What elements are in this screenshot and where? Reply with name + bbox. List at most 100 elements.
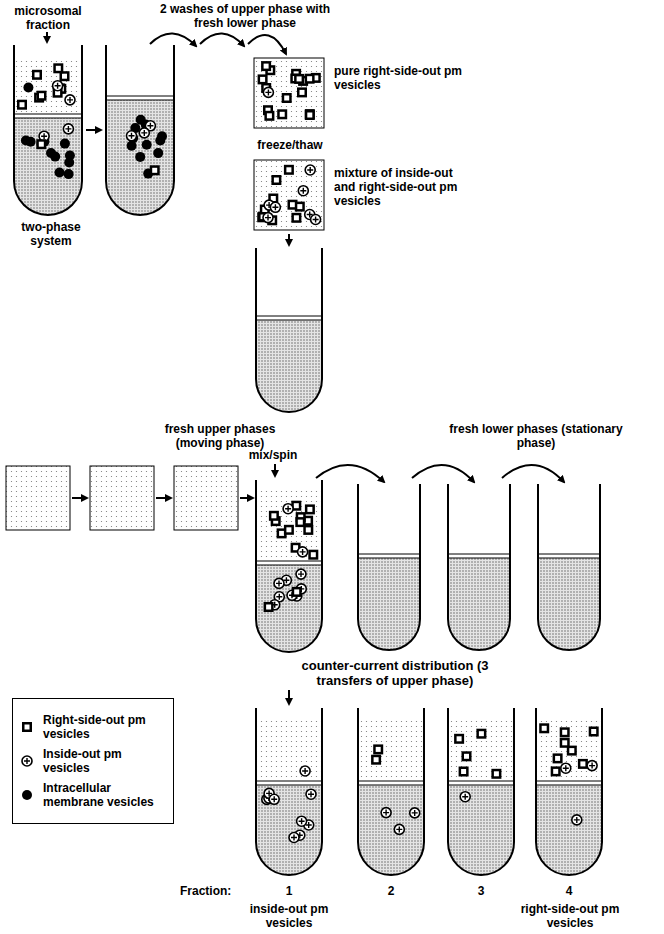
legend-box: Right-side-out pm vesiclesInside-out pm … <box>12 698 174 824</box>
fraction-label: right-side-out pm vesicles <box>512 902 628 930</box>
vesicle <box>263 87 273 97</box>
vesicle <box>65 151 75 161</box>
vesicle <box>572 815 582 825</box>
legend-text: Intracellular membrane vesicles <box>43 781 169 809</box>
vesicle <box>295 517 305 527</box>
vesicle <box>551 766 561 776</box>
vesicle <box>64 169 74 179</box>
tube <box>256 480 322 652</box>
vesicle <box>305 165 315 175</box>
legend-text: Inside-out pm vesicles <box>43 747 169 775</box>
vesicle <box>298 186 308 196</box>
vesicle <box>459 767 469 777</box>
legend-row: Inside-out pm vesicles <box>19 747 169 775</box>
vesicle <box>65 95 75 105</box>
vesicle <box>297 816 307 826</box>
vesicle <box>373 744 383 754</box>
fraction-number: 4 <box>554 884 584 898</box>
vesicle <box>23 83 33 93</box>
caption-label: two-phase system <box>6 220 96 248</box>
phase-square <box>254 160 324 230</box>
vesicle <box>150 165 160 175</box>
vesicle <box>37 139 47 149</box>
vesicle <box>305 504 315 514</box>
fraction-number: 3 <box>466 884 496 898</box>
vesicle <box>37 91 47 101</box>
vesicle <box>60 139 70 149</box>
legend-text: Right-side-out pm vesicles <box>43 713 169 741</box>
vesicle <box>264 602 274 612</box>
vesicle <box>142 140 152 150</box>
vesicle <box>269 511 279 521</box>
vesicle <box>274 578 284 588</box>
tube <box>538 484 600 650</box>
vesicle <box>284 165 294 175</box>
vesicle <box>127 141 137 151</box>
vesicle <box>298 547 308 557</box>
vesicle <box>258 74 268 84</box>
vesicle <box>308 550 318 560</box>
vesicle <box>17 100 27 110</box>
caption-label: pure right-side-out pm vesicles <box>334 64 464 92</box>
vesicle <box>491 769 501 779</box>
step-label: mix/spin <box>240 448 306 462</box>
caption-label: mixture of inside-out and right-side-out… <box>334 166 464 208</box>
tube <box>106 45 174 215</box>
vesicle <box>32 70 42 80</box>
legend-symbol <box>19 719 35 735</box>
vesicle <box>263 213 273 223</box>
vesicle <box>381 808 391 818</box>
vesicle <box>305 110 315 120</box>
vesicle <box>306 789 316 799</box>
legend-row: Intracellular membrane vesicles <box>19 781 169 809</box>
vesicle <box>55 168 65 178</box>
vesicle <box>460 792 470 802</box>
legend-symbol <box>19 787 35 803</box>
vesicle <box>270 202 280 212</box>
axis-label: Fraction: <box>180 884 250 898</box>
caption-label: fresh lower phases (stationary phase) <box>436 422 636 450</box>
vesicle <box>560 727 570 737</box>
vesicle <box>297 87 307 97</box>
vesicle <box>394 824 404 834</box>
vesicle <box>63 124 73 134</box>
vesicle <box>589 727 599 737</box>
vesicle <box>127 131 137 141</box>
vesicle <box>153 148 163 158</box>
vesicle <box>410 808 420 818</box>
tube <box>448 484 510 650</box>
tube <box>448 708 514 875</box>
vesicle <box>284 525 294 535</box>
phase-square <box>6 466 70 530</box>
phase-square <box>174 466 238 530</box>
step-label: counter-current distribution (3 transfer… <box>292 658 498 688</box>
vesicle <box>282 93 292 103</box>
vesicle <box>476 729 486 739</box>
tube <box>358 708 424 875</box>
vesicle <box>53 63 63 73</box>
vesicle <box>157 131 167 141</box>
vesicle <box>587 761 597 771</box>
vesicle <box>305 109 315 119</box>
vesicle <box>291 213 301 223</box>
caption-label: fresh upper phases (moving phase) <box>140 422 300 450</box>
vesicle <box>271 175 281 185</box>
vesicle <box>371 755 381 765</box>
vesicle <box>311 215 321 225</box>
vesicle <box>46 148 56 158</box>
vesicle <box>264 111 274 121</box>
vesicle <box>462 751 472 761</box>
tube <box>536 708 602 875</box>
vesicle <box>21 136 31 146</box>
vesicle <box>36 139 46 149</box>
step-label: microsomal fraction <box>4 4 92 32</box>
vesicle <box>296 569 306 579</box>
vesicle <box>454 734 464 744</box>
vesicle <box>135 152 145 162</box>
vesicle <box>283 504 293 514</box>
vesicle <box>561 763 571 773</box>
vesicle <box>539 723 549 733</box>
legend-row: Right-side-out pm vesicles <box>19 713 169 741</box>
legend-symbol <box>19 753 35 769</box>
vesicle <box>139 128 149 138</box>
